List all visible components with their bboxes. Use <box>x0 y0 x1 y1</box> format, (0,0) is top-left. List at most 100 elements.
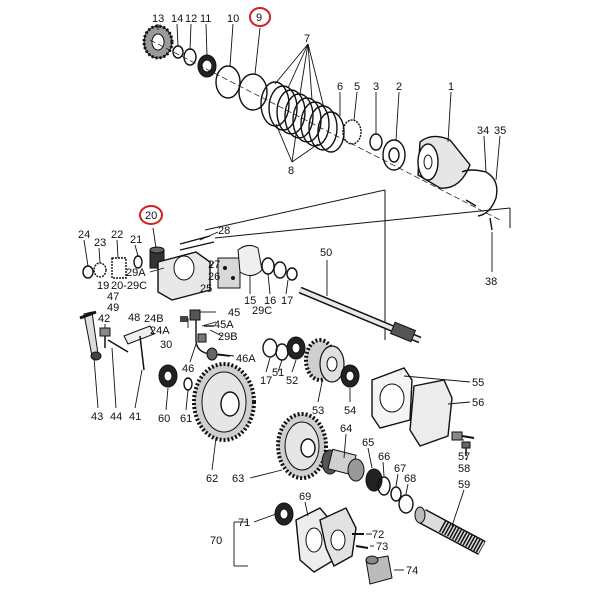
label-52: 52 <box>286 375 298 387</box>
highlight-circle-20 <box>139 205 163 225</box>
label-61: 61 <box>180 413 192 425</box>
label-69: 69 <box>299 491 311 503</box>
label-9: 9 <box>256 12 262 24</box>
label-67: 67 <box>394 463 406 475</box>
label-41: 41 <box>129 411 141 423</box>
part-59-output-shaft <box>414 506 486 556</box>
label-62: 62 <box>206 473 218 485</box>
part-66-ring <box>377 476 391 496</box>
label-70: 70 <box>210 535 222 547</box>
label-63: 63 <box>232 473 244 485</box>
label-66: 66 <box>378 451 390 463</box>
part-35-pin <box>465 199 477 207</box>
part-41-43-44-levers <box>79 310 155 371</box>
label-19: 19 <box>97 280 109 292</box>
part-74-cap <box>365 555 393 585</box>
label-21: 21 <box>130 234 142 246</box>
part-61-ring <box>183 377 193 391</box>
label-57: 57 <box>458 451 470 463</box>
label-29A: 29A <box>126 267 146 279</box>
label-6: 6 <box>337 81 343 93</box>
label-54: 54 <box>344 405 356 417</box>
label-74: 74 <box>406 565 418 577</box>
part-57-bolt <box>451 431 475 441</box>
part-31-bearing <box>262 336 306 361</box>
part-22-spring <box>111 257 127 279</box>
part-13-gear-hub <box>142 24 174 60</box>
bottom-assembly: 71 69 70 72 73 74 <box>210 491 418 585</box>
label-45: 45 <box>228 307 240 319</box>
label-14: 14 <box>171 13 183 25</box>
label-1: 1 <box>448 81 454 93</box>
label-10: 10 <box>227 13 239 25</box>
part-64-sleeve <box>321 448 365 482</box>
part-56-cover <box>409 379 453 447</box>
label-64: 64 <box>340 423 352 435</box>
part-2-ring <box>382 139 406 171</box>
label-65: 65 <box>362 437 374 449</box>
label-29C: 29C <box>252 305 272 317</box>
label-23: 23 <box>94 237 106 249</box>
part-73-bolt <box>355 545 369 549</box>
label-72: 72 <box>372 529 384 541</box>
label-55: 55 <box>472 377 484 389</box>
part-68-seal <box>398 494 414 514</box>
label-30: 30 <box>160 339 172 351</box>
label-20: 20 <box>145 210 157 222</box>
label-44: 44 <box>110 411 122 423</box>
label-24: 24 <box>78 229 90 241</box>
label-45A: 45A <box>214 319 234 331</box>
label-43: 43 <box>91 411 103 423</box>
label-47: 47 <box>107 291 119 303</box>
part-24-washer <box>82 265 94 279</box>
part-23-spring <box>93 262 107 278</box>
label-5: 5 <box>354 81 360 93</box>
label-73: 73 <box>376 541 388 553</box>
part-7-8-clutch-plates <box>260 81 345 153</box>
part-54-bearing <box>340 364 360 388</box>
label-51: 51 <box>272 367 284 379</box>
part-15-16-17 <box>237 244 298 281</box>
label-27: 27 <box>208 259 220 271</box>
part-42-nut <box>99 327 111 348</box>
part-10-snap-ring <box>215 65 241 99</box>
label-2: 2 <box>396 81 402 93</box>
label-59: 59 <box>458 479 470 491</box>
label-7: 7 <box>304 33 310 45</box>
label-46A: 46A <box>236 353 256 365</box>
label-16: 16 <box>264 295 276 307</box>
part-45-46-pipe <box>180 309 231 361</box>
label-50: 50 <box>320 247 332 259</box>
label-22: 22 <box>111 229 123 241</box>
part-58-bolt <box>461 441 471 456</box>
label-25: 25 <box>200 283 212 295</box>
part-3-washer <box>369 133 383 151</box>
part-9-ring <box>238 73 268 111</box>
label-48: 48 <box>128 312 140 324</box>
part-62-large-gear <box>192 362 256 442</box>
left-assembly: 24 23 22 21 20 28 29A 27 26 25 19 20-29C… <box>78 205 422 423</box>
top-assembly: 13 14 12 11 10 9 7 6 5 3 2 1 8 34 35 38 <box>142 7 506 288</box>
part-50-shaft <box>298 286 422 344</box>
part-1-drum <box>417 135 471 189</box>
label-71: 71 <box>238 517 250 529</box>
label-34: 34 <box>477 125 489 137</box>
label-56: 56 <box>472 397 484 409</box>
label-17-upper: 17 <box>281 295 293 307</box>
label-58: 58 <box>458 463 470 475</box>
part-11-bearing <box>197 54 217 78</box>
label-11: 11 <box>200 13 211 25</box>
label-60: 60 <box>158 413 170 425</box>
label-24A: 24A <box>150 325 170 337</box>
label-38: 38 <box>485 276 497 288</box>
gear-assembly: 17 51 52 53 54 55 56 60 61 62 63 64 65 6… <box>158 336 486 556</box>
label-13: 13 <box>152 13 164 25</box>
label-3: 3 <box>373 81 379 93</box>
frame-lines <box>204 189 511 340</box>
label-8: 8 <box>288 165 294 177</box>
label-12: 12 <box>185 13 197 25</box>
part-71-seal <box>274 502 294 526</box>
label-42: 42 <box>98 313 110 325</box>
label-28: 28 <box>218 225 230 237</box>
